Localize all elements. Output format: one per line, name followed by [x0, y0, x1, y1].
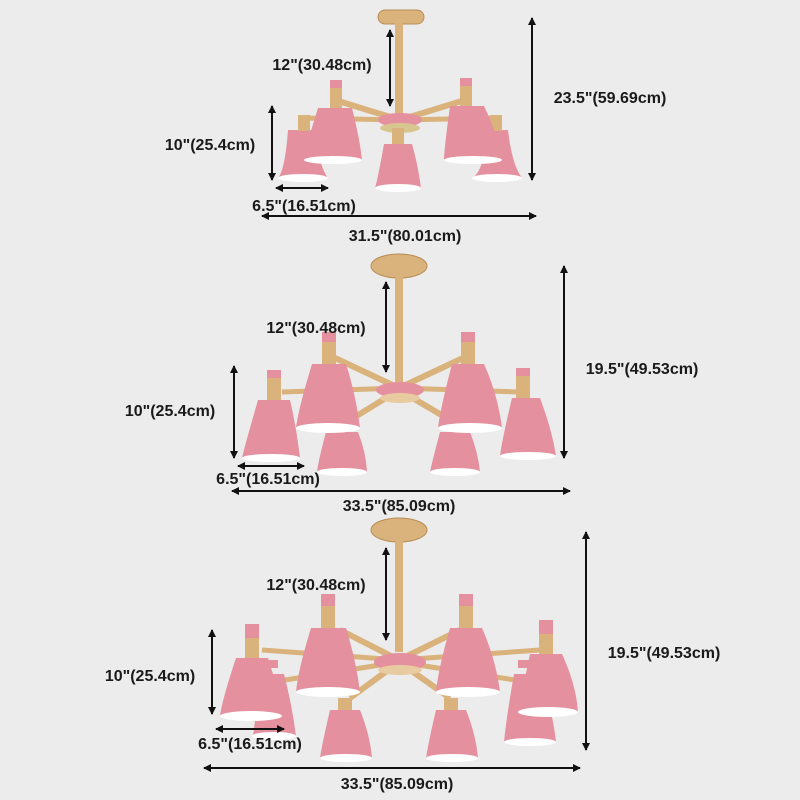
- lamp-shade: [444, 78, 502, 164]
- lamp-shade: [303, 80, 362, 164]
- shade-width-label: 6.5"(16.51cm): [216, 471, 320, 488]
- lamp-shade: [518, 620, 578, 717]
- shade-width-label: 6.5"(16.51cm): [198, 736, 302, 753]
- chandelier-diagram-1: 12"(30.48cm) 23.5"(59.69cm) 10"(25.4cm) …: [165, 9, 667, 245]
- drop-label: 12"(30.48cm): [272, 57, 371, 74]
- shade-height-label: 10"(25.4cm): [125, 403, 215, 420]
- lamp-shade: [430, 432, 480, 476]
- lamp-shade: [375, 128, 421, 192]
- lamp-shade: [436, 594, 500, 697]
- chandelier-illustration: [220, 517, 578, 762]
- chandelier-illustration: [278, 9, 522, 192]
- lamp-shade: [320, 698, 372, 762]
- drop-label: 12"(30.48cm): [266, 320, 365, 337]
- chandelier-diagram-3: 12"(30.48cm) 19.5"(49.53cm) 10"(25.4cm) …: [105, 517, 721, 793]
- chandelier-diagram-2: 12"(30.48cm) 19.5"(49.53cm) 10"(25.4cm) …: [125, 253, 699, 515]
- height-label: 19.5"(49.53cm): [586, 361, 699, 378]
- drop-label: 12"(30.48cm): [266, 577, 365, 594]
- lamp-shade: [426, 698, 478, 762]
- lamp-shade: [317, 432, 367, 476]
- shade-height-label: 10"(25.4cm): [165, 137, 255, 154]
- lamp-shade: [438, 332, 502, 433]
- lamp-shade: [220, 624, 282, 721]
- lamp-shade: [296, 594, 360, 697]
- lamp-shade: [296, 332, 360, 433]
- height-label: 23.5"(59.69cm): [554, 90, 667, 107]
- total-width-label: 31.5"(80.01cm): [349, 228, 462, 245]
- height-label: 19.5"(49.53cm): [608, 645, 721, 662]
- shade-height-label: 10"(25.4cm): [105, 668, 195, 685]
- total-width-label: 33.5"(85.09cm): [341, 776, 454, 793]
- lamp-shade: [500, 368, 556, 460]
- chandelier-illustration: [242, 253, 556, 476]
- total-width-label: 33.5"(85.09cm): [343, 498, 456, 515]
- shade-width-label: 6.5"(16.51cm): [252, 198, 356, 215]
- lamp-shade: [242, 370, 300, 462]
